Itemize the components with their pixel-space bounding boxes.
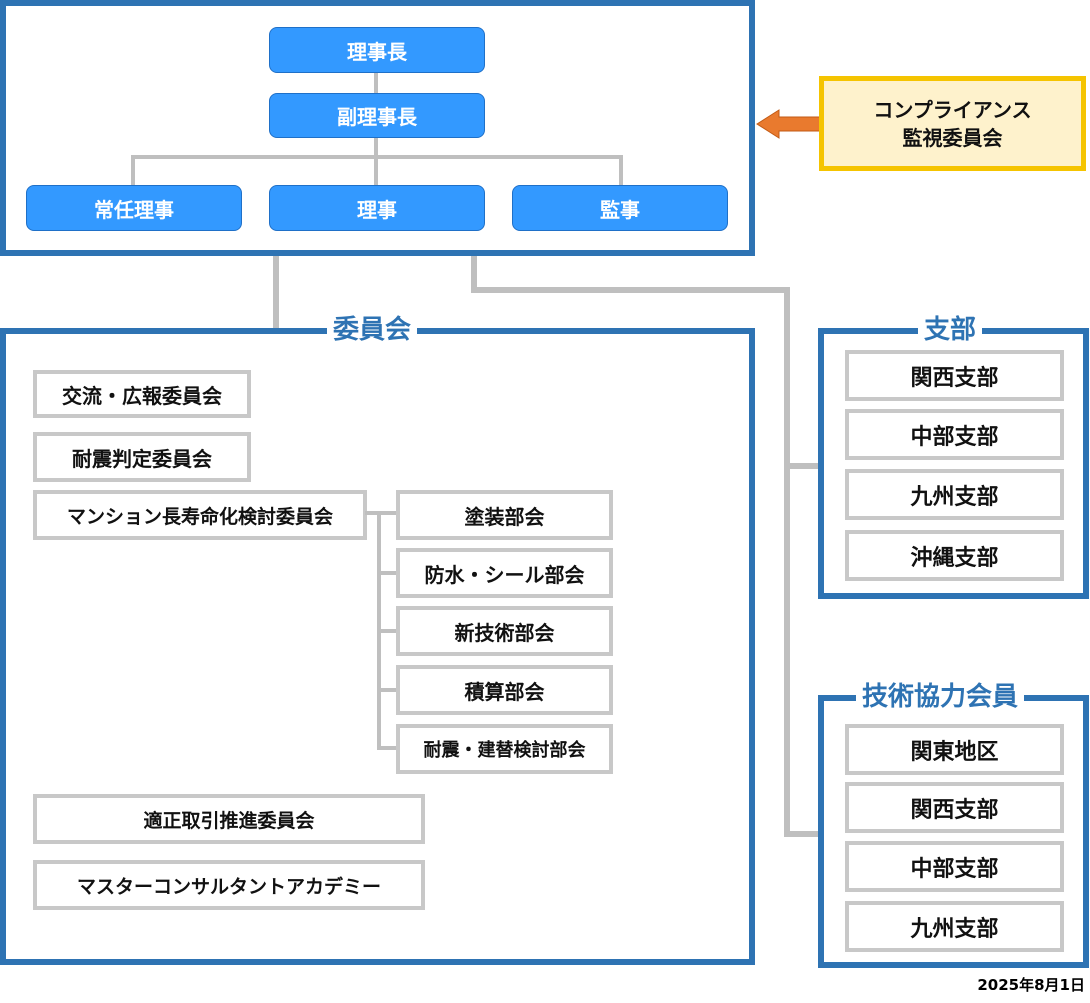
standing-director-box: 常任理事 (26, 185, 242, 231)
connector-to-tech-members (784, 831, 822, 837)
connector-chairman-vice (374, 72, 378, 94)
branch-kyushu: 九州支部 (845, 469, 1064, 520)
connector-sub-3 (377, 688, 398, 692)
date-label: 2025年8月1日 (977, 976, 1085, 994)
connector-sub-1 (377, 571, 398, 575)
committee-master-consultant-academy: マスターコンサルタントアカデミー (33, 860, 425, 910)
committees-title: 委員会 (327, 315, 418, 345)
connector-vice-down (374, 137, 378, 159)
subcommittee-seismic-rebuild: 耐震・建替検討部会 (396, 724, 613, 774)
connector-sub-4 (377, 746, 398, 750)
tech-member-kyushu: 九州支部 (845, 901, 1064, 952)
committee-exchange-pr: 交流・広報委員会 (33, 370, 251, 418)
committee-longevity: マンション長寿命化検討委員会 (33, 490, 367, 540)
connector-standing-director (131, 155, 135, 186)
connector-longevity-sub (365, 511, 398, 515)
committee-fair-trade: 適正取引推進委員会 (33, 794, 425, 844)
tech-member-chubu: 中部支部 (845, 841, 1064, 892)
vice-chairman-box: 副理事長 (269, 93, 485, 138)
tech-member-kansai: 関西支部 (845, 782, 1064, 833)
subcommittee-waterproof-seal: 防水・シール部会 (396, 548, 613, 598)
subcommittee-new-technology: 新技術部会 (396, 606, 613, 656)
tech-member-kanto: 関東地区 (845, 724, 1064, 775)
branches-title: 支部 (918, 315, 983, 345)
chairman-box: 理事長 (269, 27, 485, 73)
connector-vertical-spine (784, 287, 790, 837)
connector-director (374, 155, 378, 186)
connector-auditor (619, 155, 623, 186)
compliance-committee-box: コンプライアンス 監視委員会 (819, 76, 1086, 171)
subcommittee-painting: 塗装部会 (396, 490, 613, 540)
connector-horizontal-top (471, 287, 790, 293)
compliance-line2: 監視委員会 (902, 125, 1003, 150)
connector-to-branches (784, 463, 822, 469)
arrow-left-icon (756, 109, 822, 139)
director-box: 理事 (269, 185, 485, 231)
connector-board-right (471, 253, 477, 293)
connector-board-committees (273, 253, 279, 328)
branch-okinawa: 沖縄支部 (845, 530, 1064, 581)
subcommittee-estimation: 積算部会 (396, 665, 613, 715)
compliance-line1: コンプライアンス (873, 97, 1032, 122)
branch-chubu: 中部支部 (845, 409, 1064, 460)
tech-members-title: 技術協力会員 (856, 682, 1025, 712)
committee-seismic-judgement: 耐震判定委員会 (33, 432, 251, 482)
auditor-box: 監事 (512, 185, 728, 231)
branch-kansai: 関西支部 (845, 350, 1064, 401)
connector-sub-2 (377, 629, 398, 633)
